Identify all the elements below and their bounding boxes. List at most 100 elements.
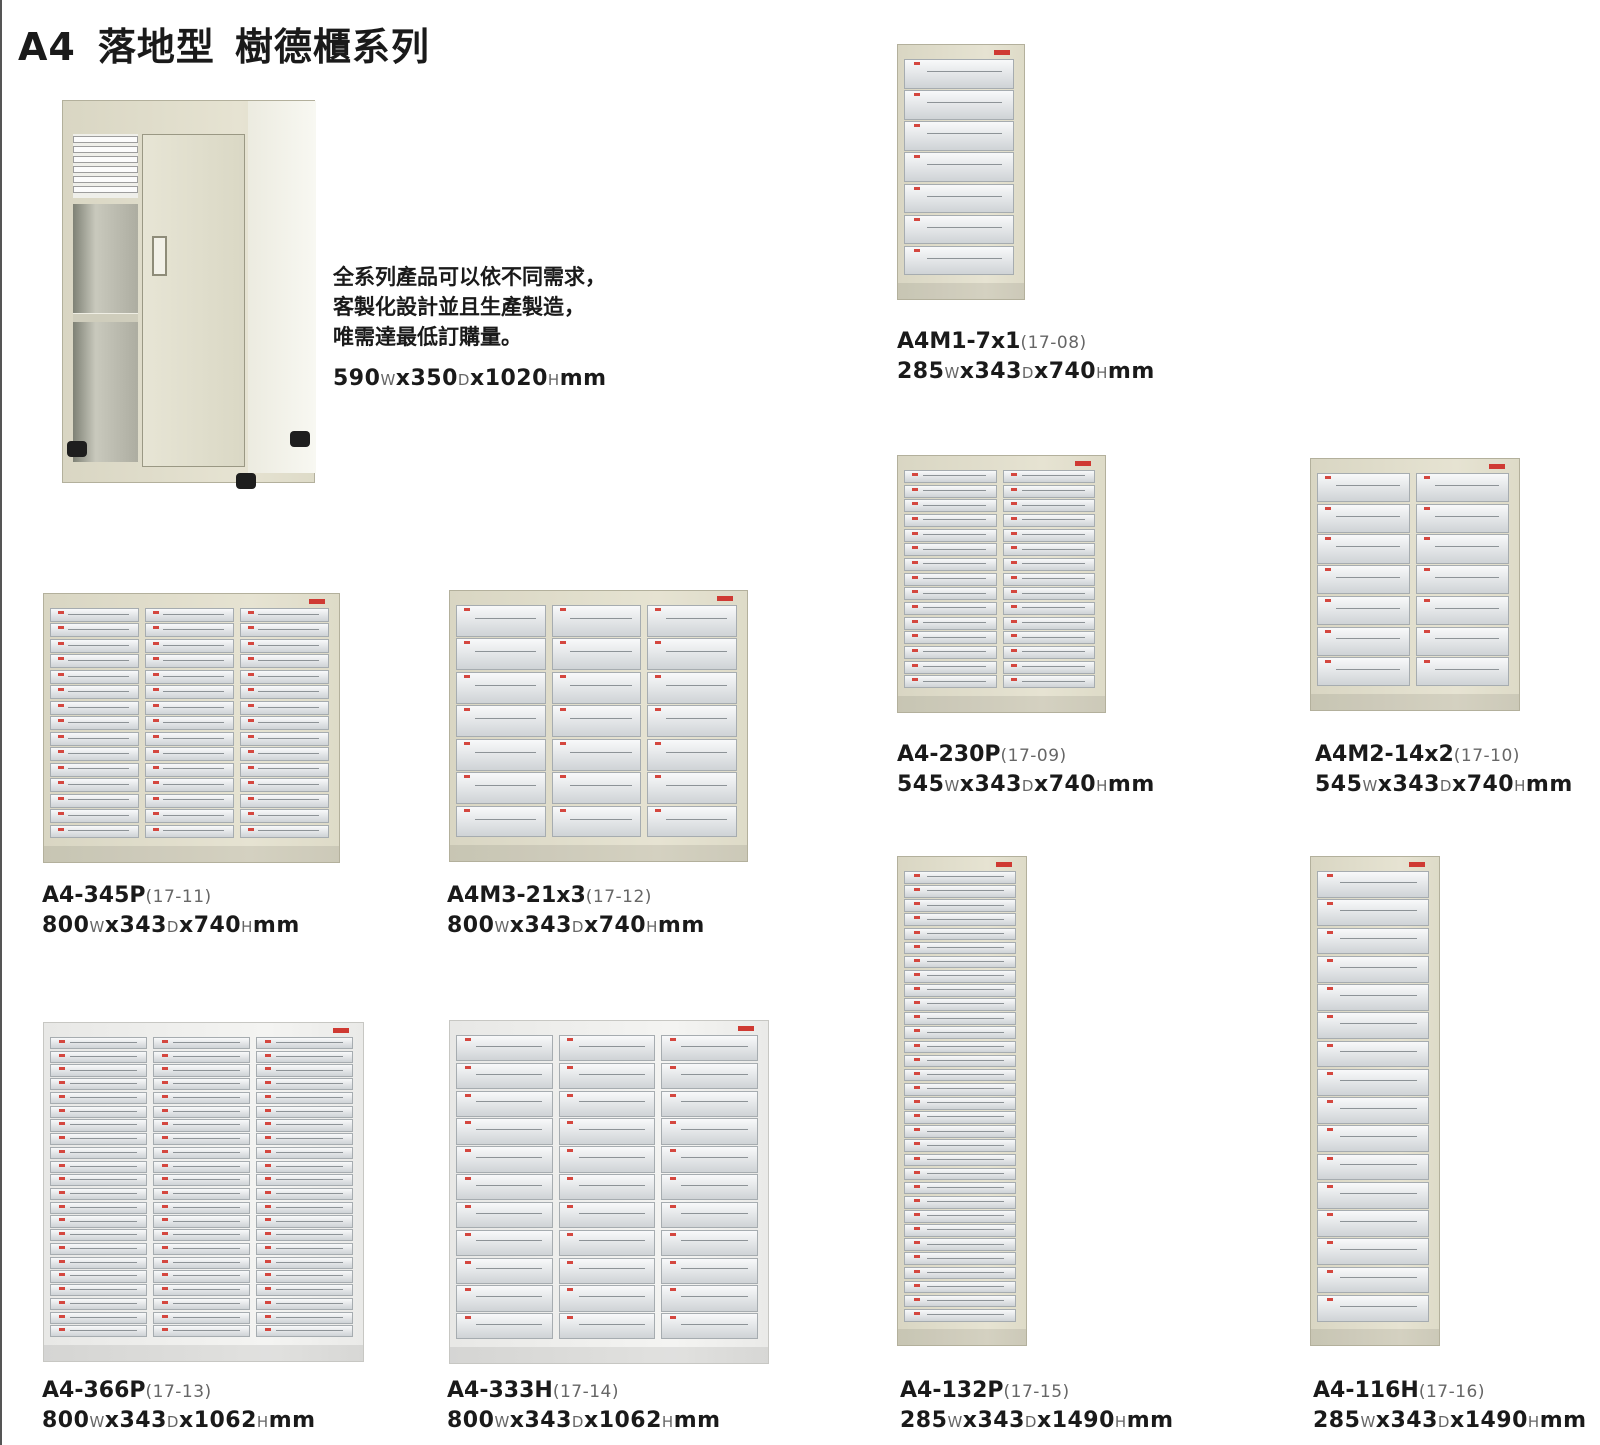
dimensions: 545Wx343Dx740Hmm xyxy=(897,772,1155,797)
model-name: A4-333H xyxy=(447,1378,553,1403)
drawer xyxy=(50,685,139,700)
drawer xyxy=(551,805,642,838)
drawer xyxy=(904,214,1014,245)
drawer xyxy=(153,1229,250,1242)
product-label-a4-116h: A4-116H(17-16) 285Wx343Dx1490Hmm xyxy=(1313,1377,1587,1437)
drawer xyxy=(145,762,234,777)
drawer xyxy=(50,1160,147,1173)
drawer xyxy=(240,654,329,669)
drawer xyxy=(904,1167,1016,1181)
drawer xyxy=(1317,871,1429,898)
drawer xyxy=(240,685,329,700)
drawer xyxy=(904,183,1014,214)
drawer xyxy=(1002,616,1095,630)
drawer xyxy=(904,1054,1016,1068)
dimensions: 285Wx343Dx1490Hmm xyxy=(900,1408,1174,1433)
drawer xyxy=(1317,1040,1429,1068)
drawer xyxy=(904,955,1016,969)
drawer xyxy=(1317,1097,1429,1124)
drawer xyxy=(256,1105,353,1118)
drawer xyxy=(904,1040,1016,1054)
drawer xyxy=(904,913,1016,926)
drawer xyxy=(904,1308,1016,1322)
drawer-column xyxy=(904,59,1014,277)
drawer xyxy=(240,778,329,793)
product-label-a4-132p: A4-132P(17-15) 285Wx343Dx1490Hmm xyxy=(900,1377,1174,1437)
drawer xyxy=(153,1037,250,1050)
drawer xyxy=(50,747,139,762)
drawer xyxy=(50,731,139,746)
drawer xyxy=(50,638,139,653)
drawer xyxy=(904,1125,1016,1138)
drawer xyxy=(456,1035,553,1062)
drawer xyxy=(145,809,234,824)
product-label-a4-333h: A4-333H(17-14) 800Wx343Dx1062Hmm xyxy=(447,1377,721,1437)
hero-wheel-mid xyxy=(236,473,256,489)
drawer xyxy=(456,671,546,704)
drawer xyxy=(256,1146,353,1160)
drawer xyxy=(1002,558,1095,572)
drawer xyxy=(558,1035,656,1062)
drawer xyxy=(153,1091,250,1105)
drawer xyxy=(50,1050,147,1063)
hero-door-handle xyxy=(152,236,167,276)
drawer xyxy=(1317,1294,1429,1322)
drawer xyxy=(240,731,329,746)
drawer xyxy=(904,1195,1016,1209)
drawer xyxy=(456,1313,553,1340)
drawer xyxy=(50,1201,147,1214)
drawer xyxy=(50,793,139,808)
drawer xyxy=(558,1257,656,1284)
catalog-code: (17-13) xyxy=(145,1382,212,1402)
cabinet-base xyxy=(1311,694,1519,710)
drawer xyxy=(1002,499,1095,513)
drawer xyxy=(145,623,234,638)
hero-mini-drawers xyxy=(73,134,138,198)
drawer xyxy=(50,1297,147,1311)
drawer xyxy=(456,1062,553,1090)
drawer xyxy=(904,152,1014,183)
drawer xyxy=(558,1201,656,1229)
drawer xyxy=(904,646,997,660)
drawer xyxy=(256,1311,353,1324)
drawer xyxy=(145,731,234,746)
drawer xyxy=(50,1325,147,1338)
drawer xyxy=(50,1284,147,1297)
drawer xyxy=(1317,1181,1429,1209)
drawer xyxy=(904,499,997,513)
drawer xyxy=(456,1118,553,1145)
hero-sliding-door xyxy=(142,134,245,467)
product-image-a4-345p xyxy=(43,593,340,863)
drawer xyxy=(904,558,997,572)
brand-badge xyxy=(717,596,733,601)
product-label-a4-345p: A4-345P(17-11) 800Wx343Dx740Hmm xyxy=(42,882,300,942)
product-image-a4-132p xyxy=(897,856,1027,1346)
drawer xyxy=(145,669,234,684)
drawer xyxy=(240,700,329,715)
drawer xyxy=(904,528,997,542)
brand-badge xyxy=(994,50,1010,55)
drawer xyxy=(50,1256,147,1269)
drawer xyxy=(558,1313,656,1340)
drawer xyxy=(153,1050,250,1063)
model-name: A4-132P xyxy=(900,1378,1004,1403)
drawer xyxy=(50,1064,147,1077)
brand-badge xyxy=(333,1028,349,1033)
title-code: A4 xyxy=(18,25,76,69)
drawer xyxy=(240,669,329,684)
drawer xyxy=(558,1229,656,1257)
drawer xyxy=(240,747,329,762)
drawer xyxy=(904,616,997,630)
model-name: A4-366P xyxy=(42,1378,146,1403)
dimensions: 800Wx343Dx1062Hmm xyxy=(42,1408,316,1433)
catalog-code: (17-14) xyxy=(552,1382,619,1402)
model-name: A4M3-21x3 xyxy=(447,883,586,908)
drawer xyxy=(1317,1068,1429,1096)
dimensions: 285Wx343Dx740Hmm xyxy=(897,359,1155,384)
product-label-a4m1-7x1: A4M1-7x1(17-08) 285Wx343Dx740Hmm xyxy=(897,328,1155,388)
drawer xyxy=(904,1097,1016,1110)
drawer xyxy=(904,998,1016,1011)
drawer xyxy=(50,1229,147,1242)
drawer xyxy=(50,1078,147,1091)
drawer xyxy=(145,793,234,808)
